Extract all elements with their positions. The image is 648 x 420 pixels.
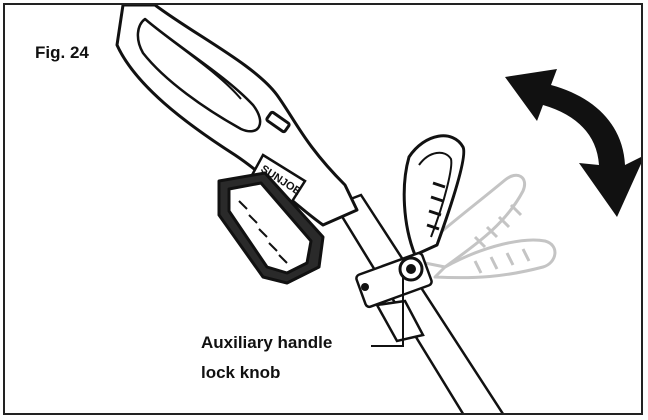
main-handle <box>115 5 359 227</box>
figure-frame: Fig. 24 Auxiliary handle lock knob SUNJO… <box>3 3 643 415</box>
battery-pack <box>217 171 325 285</box>
callout-label-line2: lock knob <box>201 363 281 382</box>
figure-label: Fig. 24 <box>35 43 89 62</box>
auxiliary-handle-ghost <box>408 173 557 280</box>
auxiliary-handle <box>402 134 466 257</box>
rotation-arrow-icon <box>505 69 641 217</box>
callout-label-line1: Auxiliary handle <box>201 333 333 352</box>
trimmer-illustration <box>115 5 641 413</box>
lock-knob <box>355 251 433 309</box>
callout-leader-line <box>371 275 404 347</box>
